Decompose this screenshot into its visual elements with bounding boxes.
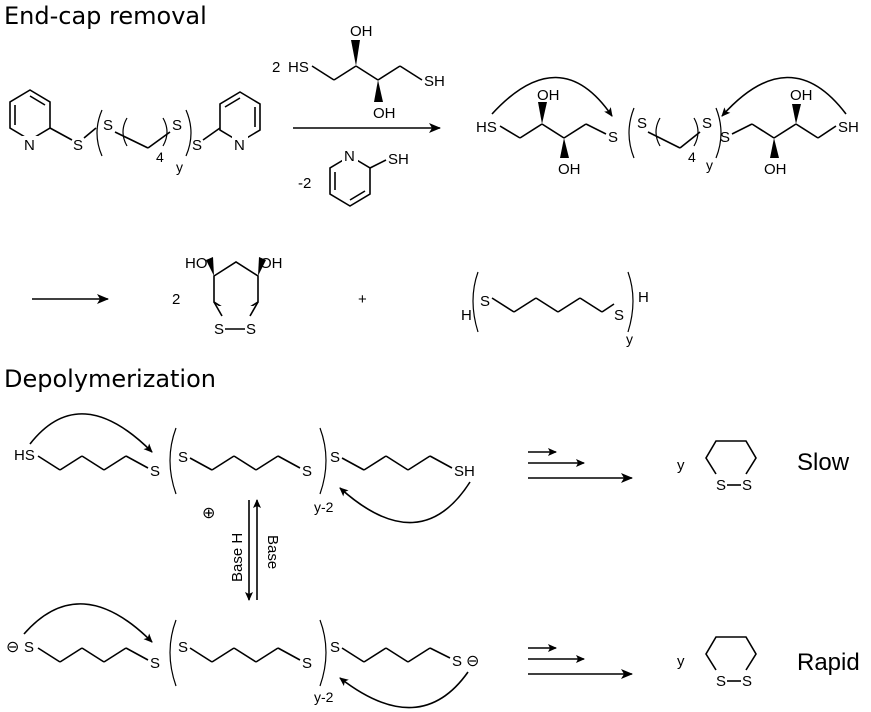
subscript-y: y	[706, 157, 713, 173]
atom-hs: HS	[476, 119, 497, 136]
subscript-4: 4	[688, 149, 696, 165]
label-rapid: Rapid	[797, 649, 860, 676]
heading-endcap: End-cap removal	[4, 2, 207, 30]
atom-s: S	[716, 673, 726, 690]
thiolate-polymer: ⊖ S S S S y-2 S S ⊖	[6, 619, 479, 705]
atom-s: S	[614, 307, 624, 324]
atom-s: S	[608, 129, 618, 146]
minus-charge-icon: ⊖	[466, 653, 479, 670]
atom-s: S	[330, 449, 340, 466]
atom-oh: OH	[764, 161, 787, 178]
atom-s: S	[716, 477, 726, 494]
atom-s: S	[73, 137, 83, 154]
label-base-h: Base H	[229, 533, 246, 582]
atom-s: S	[214, 321, 224, 338]
label-slow: Slow	[797, 449, 850, 476]
bracket-left	[96, 109, 103, 157]
atom-s: S	[452, 653, 462, 670]
pyridine-right: N	[219, 91, 261, 154]
subscript-y2: y-2	[314, 689, 334, 705]
atom-s: S	[720, 129, 730, 146]
paren-open	[122, 117, 128, 147]
oxidized-dtt-ring: HO OH S S	[185, 255, 283, 338]
atom-oh: OH	[350, 23, 373, 40]
atom-oh: OH	[790, 87, 813, 104]
product-coefficient: 2	[172, 291, 180, 308]
atom-sh: SH	[838, 119, 859, 136]
atom-s: S	[742, 673, 752, 690]
atom-oh: OH	[537, 87, 560, 104]
attack-arrow-thiol-left	[29, 413, 153, 453]
plus-charge-icon: ⊕	[202, 505, 215, 522]
label-base: Base	[264, 535, 281, 569]
attack-arrow-right	[721, 76, 847, 117]
endcapped-polymer: N S S 4 S y S N	[9, 89, 261, 175]
atom-s: S	[150, 655, 160, 672]
pyridine-left: N	[9, 89, 51, 154]
thiol-polymer: HS S S S y-2 S SH	[14, 427, 475, 515]
atom-s: S	[178, 639, 188, 656]
yield-coefficient: y	[677, 653, 685, 670]
atom-hs: HS	[288, 59, 309, 76]
atom-s: S	[480, 293, 490, 310]
atom-s: S	[24, 639, 34, 656]
atom-n: N	[344, 148, 355, 165]
dithiol-polymer: H S S y H	[461, 271, 649, 347]
reagent-dtt: 2 HS OH OH SH	[272, 23, 445, 122]
minus-charge-icon: ⊖	[6, 639, 19, 656]
atom-s: S	[742, 477, 752, 494]
atom-s: S	[302, 463, 312, 480]
atom-h: H	[638, 289, 649, 306]
atom-s: S	[178, 449, 188, 466]
dtt-capped-polymer: HS OH OH S S 4 S y S OH OH SH	[476, 87, 859, 178]
atom-ho: HO	[185, 255, 208, 272]
atom-n: N	[24, 137, 35, 154]
attack-arrow-thiol-right	[339, 481, 471, 524]
attack-arrow-left	[491, 76, 613, 117]
heading-depolymerization: Depolymerization	[4, 365, 216, 393]
atom-s: S	[330, 639, 340, 656]
attack-arrow-thiolate-left	[23, 603, 153, 643]
atom-sh: SH	[388, 151, 409, 168]
plus-sign: +	[358, 291, 367, 308]
atom-oh: OH	[373, 105, 396, 122]
atom-s: S	[172, 117, 182, 134]
atom-s: S	[192, 137, 202, 154]
leaving-pyridinethiol: -2 N SH	[298, 146, 409, 207]
dithiane-ring-rapid: S S	[705, 636, 757, 690]
atom-sh: SH	[454, 463, 475, 480]
subscript-y2: y-2	[314, 499, 334, 515]
atom-h: H	[461, 307, 472, 324]
subscript-y: y	[176, 159, 183, 175]
atom-s: S	[637, 115, 647, 132]
atom-s: S	[103, 117, 113, 134]
atom-s: S	[702, 115, 712, 132]
atom-hs: HS	[14, 447, 35, 464]
yield-coefficient: y	[677, 457, 685, 474]
atom-s: S	[302, 655, 312, 672]
subscript-4: 4	[156, 149, 164, 165]
pyr-coefficient: -2	[298, 175, 311, 192]
attack-arrow-thiolate-right	[339, 671, 469, 709]
bracket-right	[185, 109, 192, 157]
paren-close	[162, 117, 168, 147]
atom-sh: SH	[424, 73, 445, 90]
atom-s: S	[246, 321, 256, 338]
subscript-y: y	[626, 331, 633, 347]
dtt-coefficient: 2	[272, 59, 280, 76]
atom-n: N	[234, 137, 245, 154]
dithiane-ring-slow: S S	[705, 440, 757, 494]
atom-s: S	[150, 463, 160, 480]
atom-oh: OH	[558, 161, 581, 178]
atom-oh: OH	[260, 255, 283, 272]
